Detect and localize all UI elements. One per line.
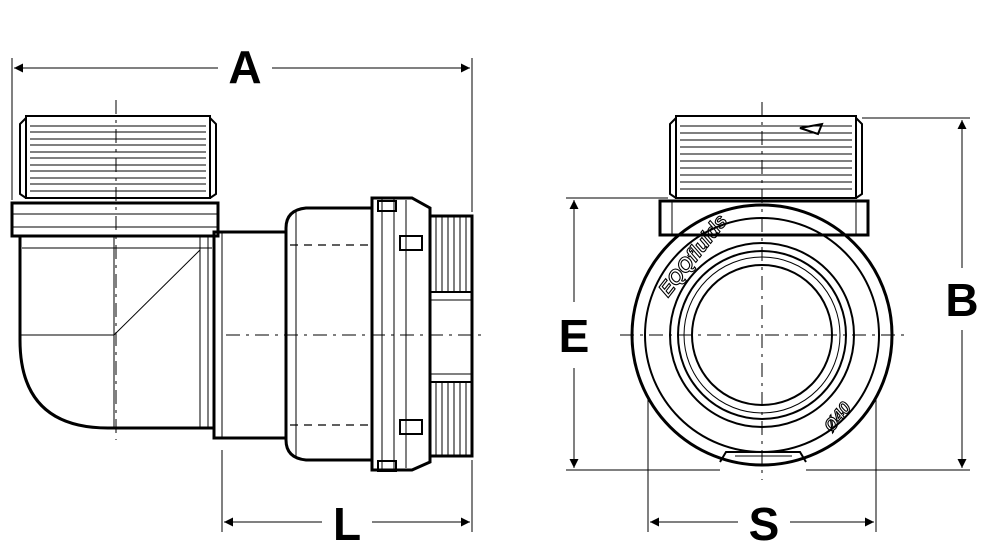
side-grip-ring	[370, 196, 432, 472]
dimension-s: S	[647, 472, 877, 550]
front-centerlines	[620, 102, 904, 480]
side-view-elbow	[10, 100, 486, 472]
dimension-b: B	[806, 117, 979, 471]
label-s: S	[749, 498, 780, 550]
dimension-l: L	[221, 450, 473, 550]
dimension-a: A	[11, 41, 473, 212]
side-hex-collar	[10, 201, 220, 238]
label-e: E	[559, 310, 590, 362]
side-elbow-body	[18, 236, 216, 430]
front-thread	[669, 115, 863, 199]
side-centerlines	[115, 100, 486, 440]
side-knurled-cap	[428, 214, 474, 458]
front-hex-collar	[658, 199, 870, 237]
front-view-elbow: EQQfluids Ø40	[620, 102, 904, 480]
label-l: L	[333, 498, 361, 550]
dimension-e: E	[559, 197, 720, 471]
label-a: A	[228, 41, 261, 93]
side-nut-body	[284, 206, 374, 462]
side-thread	[19, 115, 217, 199]
label-b: B	[945, 274, 978, 326]
